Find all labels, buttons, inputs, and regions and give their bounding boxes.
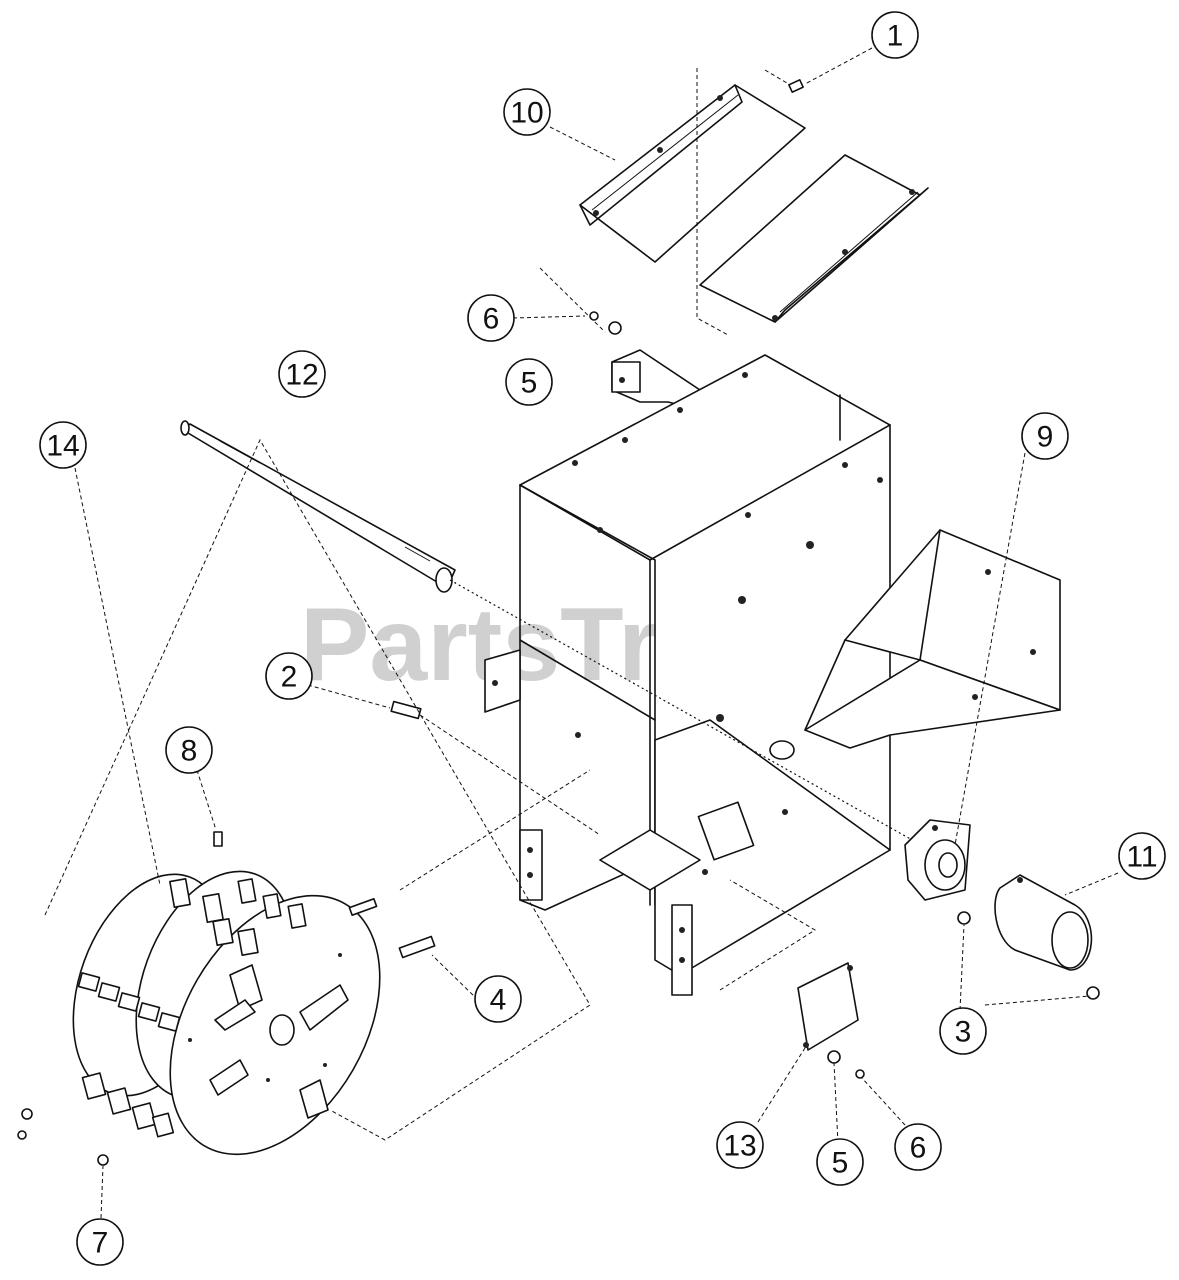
svg-text:4: 4	[490, 984, 507, 1017]
svg-text:5: 5	[832, 1147, 849, 1180]
pulley-cover[interactable]	[994, 874, 1093, 971]
callout-8: 8	[165, 726, 213, 774]
svg-text:9: 9	[1037, 421, 1054, 454]
svg-text:5: 5	[521, 367, 538, 400]
callout-5-bottom: 5	[816, 1138, 864, 1186]
rotor-shaft[interactable]	[180, 420, 456, 593]
callout-9: 9	[1021, 412, 1069, 460]
nut-3a	[957, 911, 971, 925]
callout-6-bottom: 6	[894, 1123, 942, 1171]
bolt-rotor	[348, 897, 378, 917]
nut-top	[589, 311, 599, 321]
bolt-top	[788, 79, 804, 93]
callout-14: 14	[39, 421, 87, 469]
nut-left-a	[21, 1108, 33, 1120]
bolt-2	[390, 700, 422, 720]
chipper-housing[interactable]	[484, 354, 891, 996]
svg-text:10: 10	[510, 97, 543, 130]
svg-text:11: 11	[1126, 841, 1157, 874]
callout-3: 3	[939, 1007, 987, 1055]
svg-text:6: 6	[910, 1132, 927, 1165]
rotor-disc-front[interactable]	[127, 859, 423, 1191]
svg-text:1: 1	[887, 20, 904, 53]
bolt-4	[398, 935, 436, 959]
access-plate[interactable]	[797, 962, 859, 1051]
callout-13: 13	[716, 1121, 764, 1169]
washer-top	[608, 321, 622, 335]
callout-6-top: 6	[467, 294, 515, 342]
svg-text:13: 13	[723, 1130, 756, 1163]
svg-text:8: 8	[181, 735, 198, 768]
cover-plate-right[interactable]	[699, 154, 929, 323]
nut-bottom	[855, 1069, 865, 1079]
callout-4: 4	[474, 975, 522, 1023]
callout-11: 11	[1118, 832, 1166, 880]
rotor-blades	[77, 878, 307, 1138]
nut-3b	[1086, 986, 1100, 1000]
callout-5-top: 5	[505, 358, 553, 406]
bearing-flange[interactable]	[904, 819, 971, 901]
washer-bottom	[827, 1050, 841, 1064]
cover-plate-left[interactable]	[579, 84, 806, 263]
discharge-chute[interactable]	[804, 529, 1061, 749]
svg-text:7: 7	[92, 1227, 109, 1260]
callout-1: 1	[871, 11, 919, 59]
callout-7: 7	[76, 1218, 124, 1266]
callout-10: 10	[503, 88, 551, 136]
svg-text:6: 6	[483, 303, 500, 336]
nut-left-b	[17, 1130, 27, 1140]
callout-12: 12	[278, 350, 326, 398]
leader-lines	[74, 47, 1119, 1219]
svg-text:3: 3	[955, 1016, 972, 1049]
nut-7	[97, 1154, 109, 1166]
svg-text:2: 2	[281, 661, 298, 694]
svg-text:14: 14	[46, 430, 79, 463]
svg-text:12: 12	[285, 359, 318, 392]
callout-2: 2	[265, 652, 313, 700]
bolt-8	[213, 831, 223, 847]
